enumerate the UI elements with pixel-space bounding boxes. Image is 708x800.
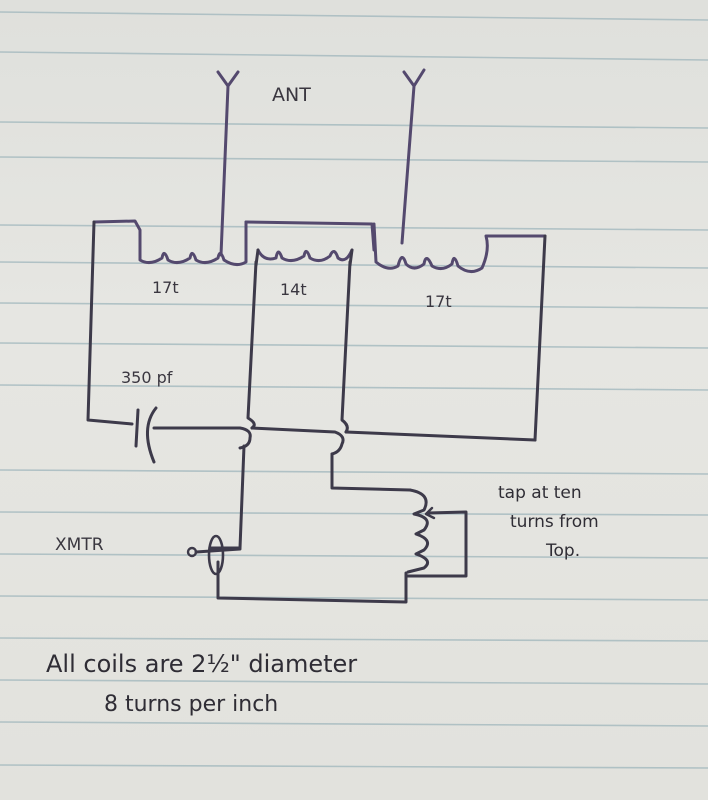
coil-middle-14t [244,220,376,267]
tapped-coil-icon [404,488,468,578]
coil-label-left: 17t [152,278,179,297]
antenna-right-icon [400,68,426,245]
tap-note-line-1: tap at ten [498,483,582,503]
coil-label-right: 17t [425,292,452,311]
coil-right-17t [372,222,547,273]
capacitor-label: 350 pf [121,368,173,387]
tap-note-line-2: turns from [510,512,599,532]
antenna-label: ANT [272,84,311,106]
coil-left-17t [92,219,248,267]
coil-label-middle: 14t [280,280,307,299]
xmtr-connector-icon [186,534,242,576]
antenna-left-icon [216,70,240,257]
circuit-wires [86,220,547,604]
footer-note-line-2: 8 turns per inch [104,692,279,717]
xmtr-label: XMTR [55,535,104,555]
ruled-lines [0,11,708,769]
capacitor-350pf-icon [134,406,158,464]
tap-note-line-3: Top. [546,541,581,561]
footer-note-line-1: All coils are 2½" diameter [46,650,358,678]
